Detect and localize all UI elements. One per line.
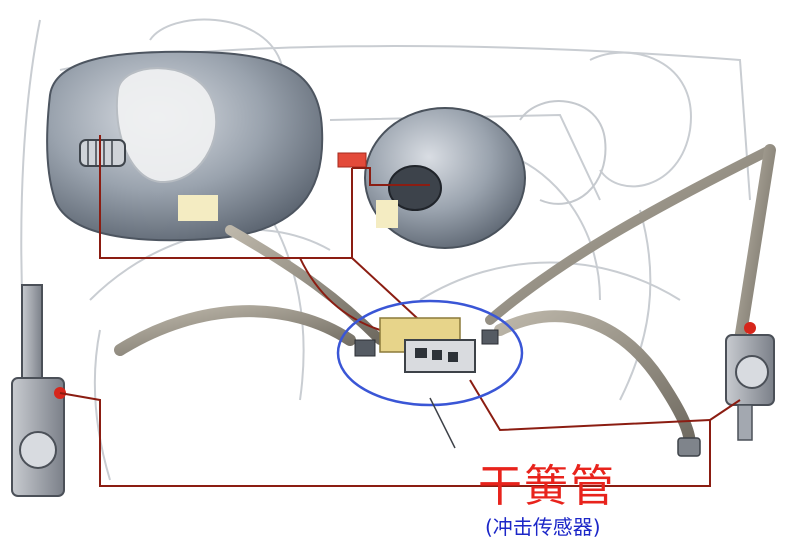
- impact-sensor-label: (冲击传感器): [485, 515, 601, 539]
- indicator-lamp-icon: [337, 152, 367, 168]
- dash-panel: [376, 200, 398, 228]
- passenger-head-outline: [519, 100, 607, 205]
- seatbelt-retractor-icon: [725, 322, 775, 441]
- reed-switch-label: 干簧管: [478, 461, 616, 512]
- inflator-left: [79, 139, 126, 167]
- impact-sensor-icon: [354, 317, 499, 373]
- seatbelt-retractor-left: [11, 284, 66, 497]
- airbag-passenger-icon: [364, 107, 526, 249]
- steering-hub: [388, 165, 442, 211]
- driver-headrest-front: [115, 67, 218, 184]
- glovebox-panel: [178, 195, 218, 221]
- label-leader-line: [429, 397, 456, 449]
- belt-buckle: [677, 437, 701, 457]
- sensor-highlight-ellipse: [336, 299, 524, 407]
